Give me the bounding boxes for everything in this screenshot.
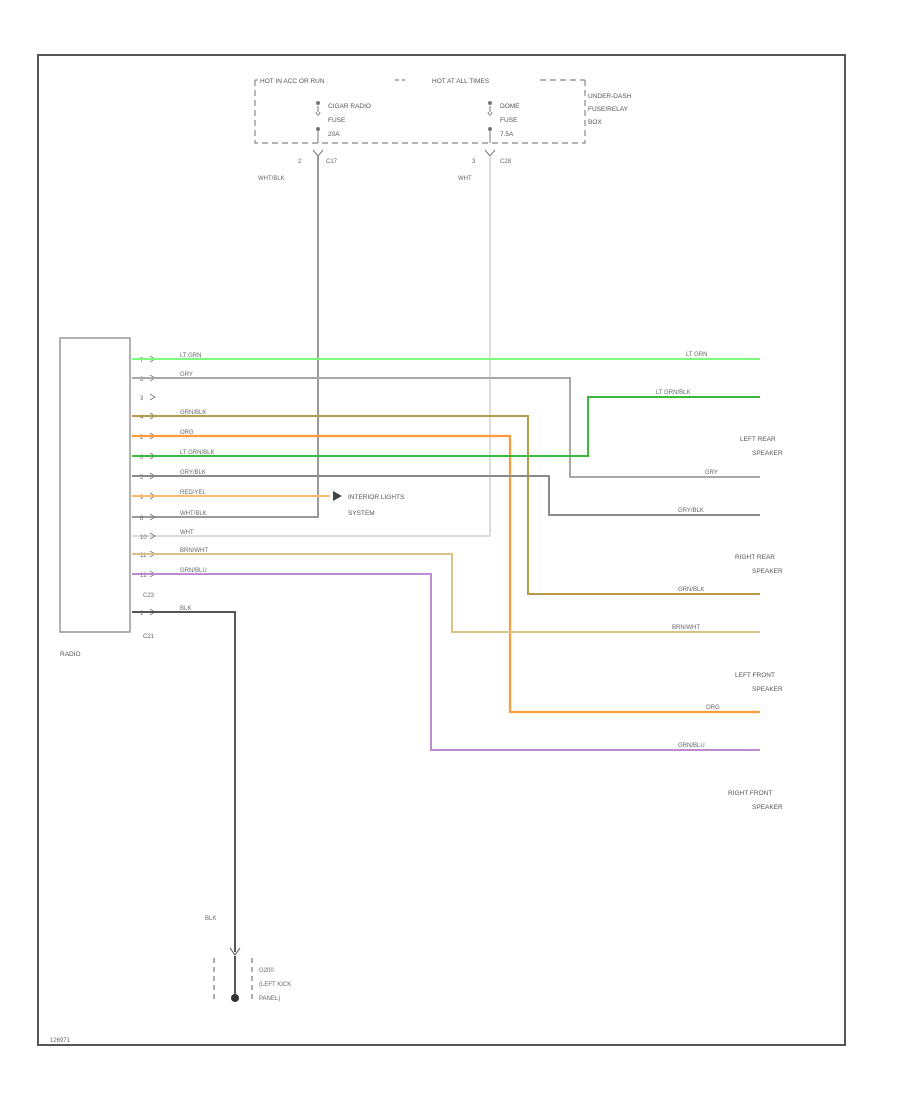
left-pin-number: 2: [298, 159, 302, 165]
left-rear-speaker-label-2: SPEAKER: [752, 450, 783, 457]
right-rear-speaker-label-2: SPEAKER: [752, 568, 783, 575]
radio-wire-label: WHT: [180, 530, 194, 536]
rr-wire-bottom-label: GRY/BLK: [678, 508, 704, 514]
wire-wht-blk-feed: [132, 156, 319, 518]
radio-wire-label: GRN/BLK: [180, 410, 206, 416]
fuse-header-right: HOT AT ALL TIMES: [432, 78, 490, 85]
lf-wire-bottom-label: BRN/WHT: [672, 625, 700, 631]
radio-wire-label: WHT/BLK: [180, 511, 207, 517]
radio-pin-number: 7: [140, 358, 144, 364]
fuse-header-left: HOT IN ACC OR RUN: [260, 78, 325, 85]
right-front-speaker-label-1: RIGHT FRONT: [728, 790, 772, 797]
lf-wire-top-label: GRN/BLK: [678, 587, 704, 593]
radio-pin-number: 8: [140, 516, 144, 522]
wire-gry: [132, 377, 760, 478]
radio-wire-label: RED/YEL: [180, 490, 206, 496]
left-fuse-line-1: CIGAR RADIO: [328, 103, 371, 110]
figure-id: 126971: [50, 1038, 71, 1044]
radio-pin-number: 10: [140, 535, 147, 541]
ground-label-3: PANEL): [259, 996, 280, 1002]
radio-pin-connector: [149, 532, 156, 540]
radio-pin-number: 5: [140, 475, 144, 481]
radio-connector-bottom: C21: [143, 634, 155, 640]
radio-unit: RADIO C23 C21: [59, 337, 155, 658]
left-fuse-line-3: 20A: [328, 131, 340, 138]
lr-wire-top-label: LT GRN: [686, 352, 707, 358]
wire-gry-blk: [132, 475, 760, 516]
radio-label: RADIO: [60, 651, 81, 658]
lr-wire-bottom-label: LT GRN/BLK: [656, 390, 690, 396]
radio-pin-number: 2: [140, 435, 144, 441]
interior-lights-arrow: [333, 491, 342, 501]
right-connector-id: C28: [500, 159, 512, 165]
fuse-box-label-1: UNDER-DASH: [588, 93, 632, 100]
right-front-speaker-label-2: SPEAKER: [752, 804, 783, 811]
radio-pin-labels: 7 LT GRN 8 GRY 3 4 GRN/BLK 2 ORG 6 LT GRN/BLK 5 GRY/…: [140, 353, 214, 617]
left-wire-color: WHT/BLK: [258, 176, 285, 182]
radio-pin-number: 11: [140, 553, 147, 559]
cigar-radio-fuse: CIGAR RADIO FUSE 20A: [315, 101, 371, 143]
dome-fuse: DOME FUSE 7.5A: [487, 101, 520, 143]
rf-wire-bottom-label: GRN/BLU: [678, 743, 705, 749]
rr-wire-top-label: GRY: [705, 470, 718, 476]
radio-wire-label: ORG: [180, 430, 194, 436]
radio-pin-connector: [149, 393, 156, 401]
radio-pin-number: 9: [140, 495, 144, 501]
fuse-box: HOT IN ACC OR RUN HOT AT ALL TIMES CIGAR…: [254, 78, 632, 182]
radio-wire-label: BRN/WHT: [180, 548, 208, 554]
radio-pin-number: 8: [140, 377, 144, 383]
radio-wire-label: GRY: [180, 372, 193, 378]
wire-lt-grn-blk: [132, 396, 760, 457]
radio-pin-number: 12: [140, 573, 147, 579]
interior-lights-label-1: INTERIOR LIGHTS: [348, 494, 405, 501]
radio-pin-number: 4: [140, 415, 144, 421]
right-rear-speaker-label-1: RIGHT REAR: [735, 554, 775, 561]
wire-grn-blu: [132, 573, 760, 751]
left-front-speaker-label-1: LEFT FRONT: [735, 672, 775, 679]
radio-pin-connector: [149, 513, 156, 521]
rf-wire-top-label: ORG: [706, 705, 720, 711]
radio-wire-label: GRY/BLK: [180, 470, 206, 476]
radio-pin-number: 3: [140, 396, 144, 402]
right-fuse-line-2: FUSE: [500, 117, 518, 124]
right-fuse-line-3: 7.5A: [500, 131, 514, 138]
ground-wire-label: BLK: [205, 916, 216, 922]
radio-wire-label: BLK: [180, 606, 191, 612]
radio-wire-label: GRN/BLU: [180, 568, 207, 574]
wire-org: [132, 434, 760, 714]
diagram-frame: [37, 54, 846, 1046]
ground-label-2: (LEFT KICK: [259, 982, 291, 988]
left-connector-id: C17: [326, 159, 338, 165]
interior-lights-label-2: SYSTEM: [348, 510, 375, 517]
wire-wht-feed: [132, 156, 491, 537]
fuse-box-label-3: BOX: [588, 119, 602, 126]
ground-label-1: G200: [259, 968, 274, 974]
radio-pin-number: 1: [140, 611, 144, 617]
left-front-speaker-label-2: SPEAKER: [752, 686, 783, 693]
fuse-box-label-2: FUSE/RELAY: [588, 106, 629, 113]
right-fuse-line-1: DOME: [500, 103, 520, 110]
left-rear-speaker-label-1: LEFT REAR: [740, 436, 776, 443]
wire-grn-blk: [132, 415, 760, 595]
wire-blk-ground: [132, 611, 236, 952]
right-pin-number: 3: [472, 159, 476, 165]
radio-wire-label: LT GRN/BLK: [180, 450, 214, 456]
wire-brn-wht: [132, 553, 760, 633]
right-wire-color: WHT: [458, 176, 472, 182]
radio-connector-top: C23: [143, 593, 155, 599]
ground-g200: BLK G200 (LEFT KICK PANEL): [205, 916, 291, 1002]
left-fuse-line-2: FUSE: [328, 117, 346, 124]
radio-pin-number: 6: [140, 455, 144, 461]
radio-wire-label: LT GRN: [180, 353, 201, 359]
